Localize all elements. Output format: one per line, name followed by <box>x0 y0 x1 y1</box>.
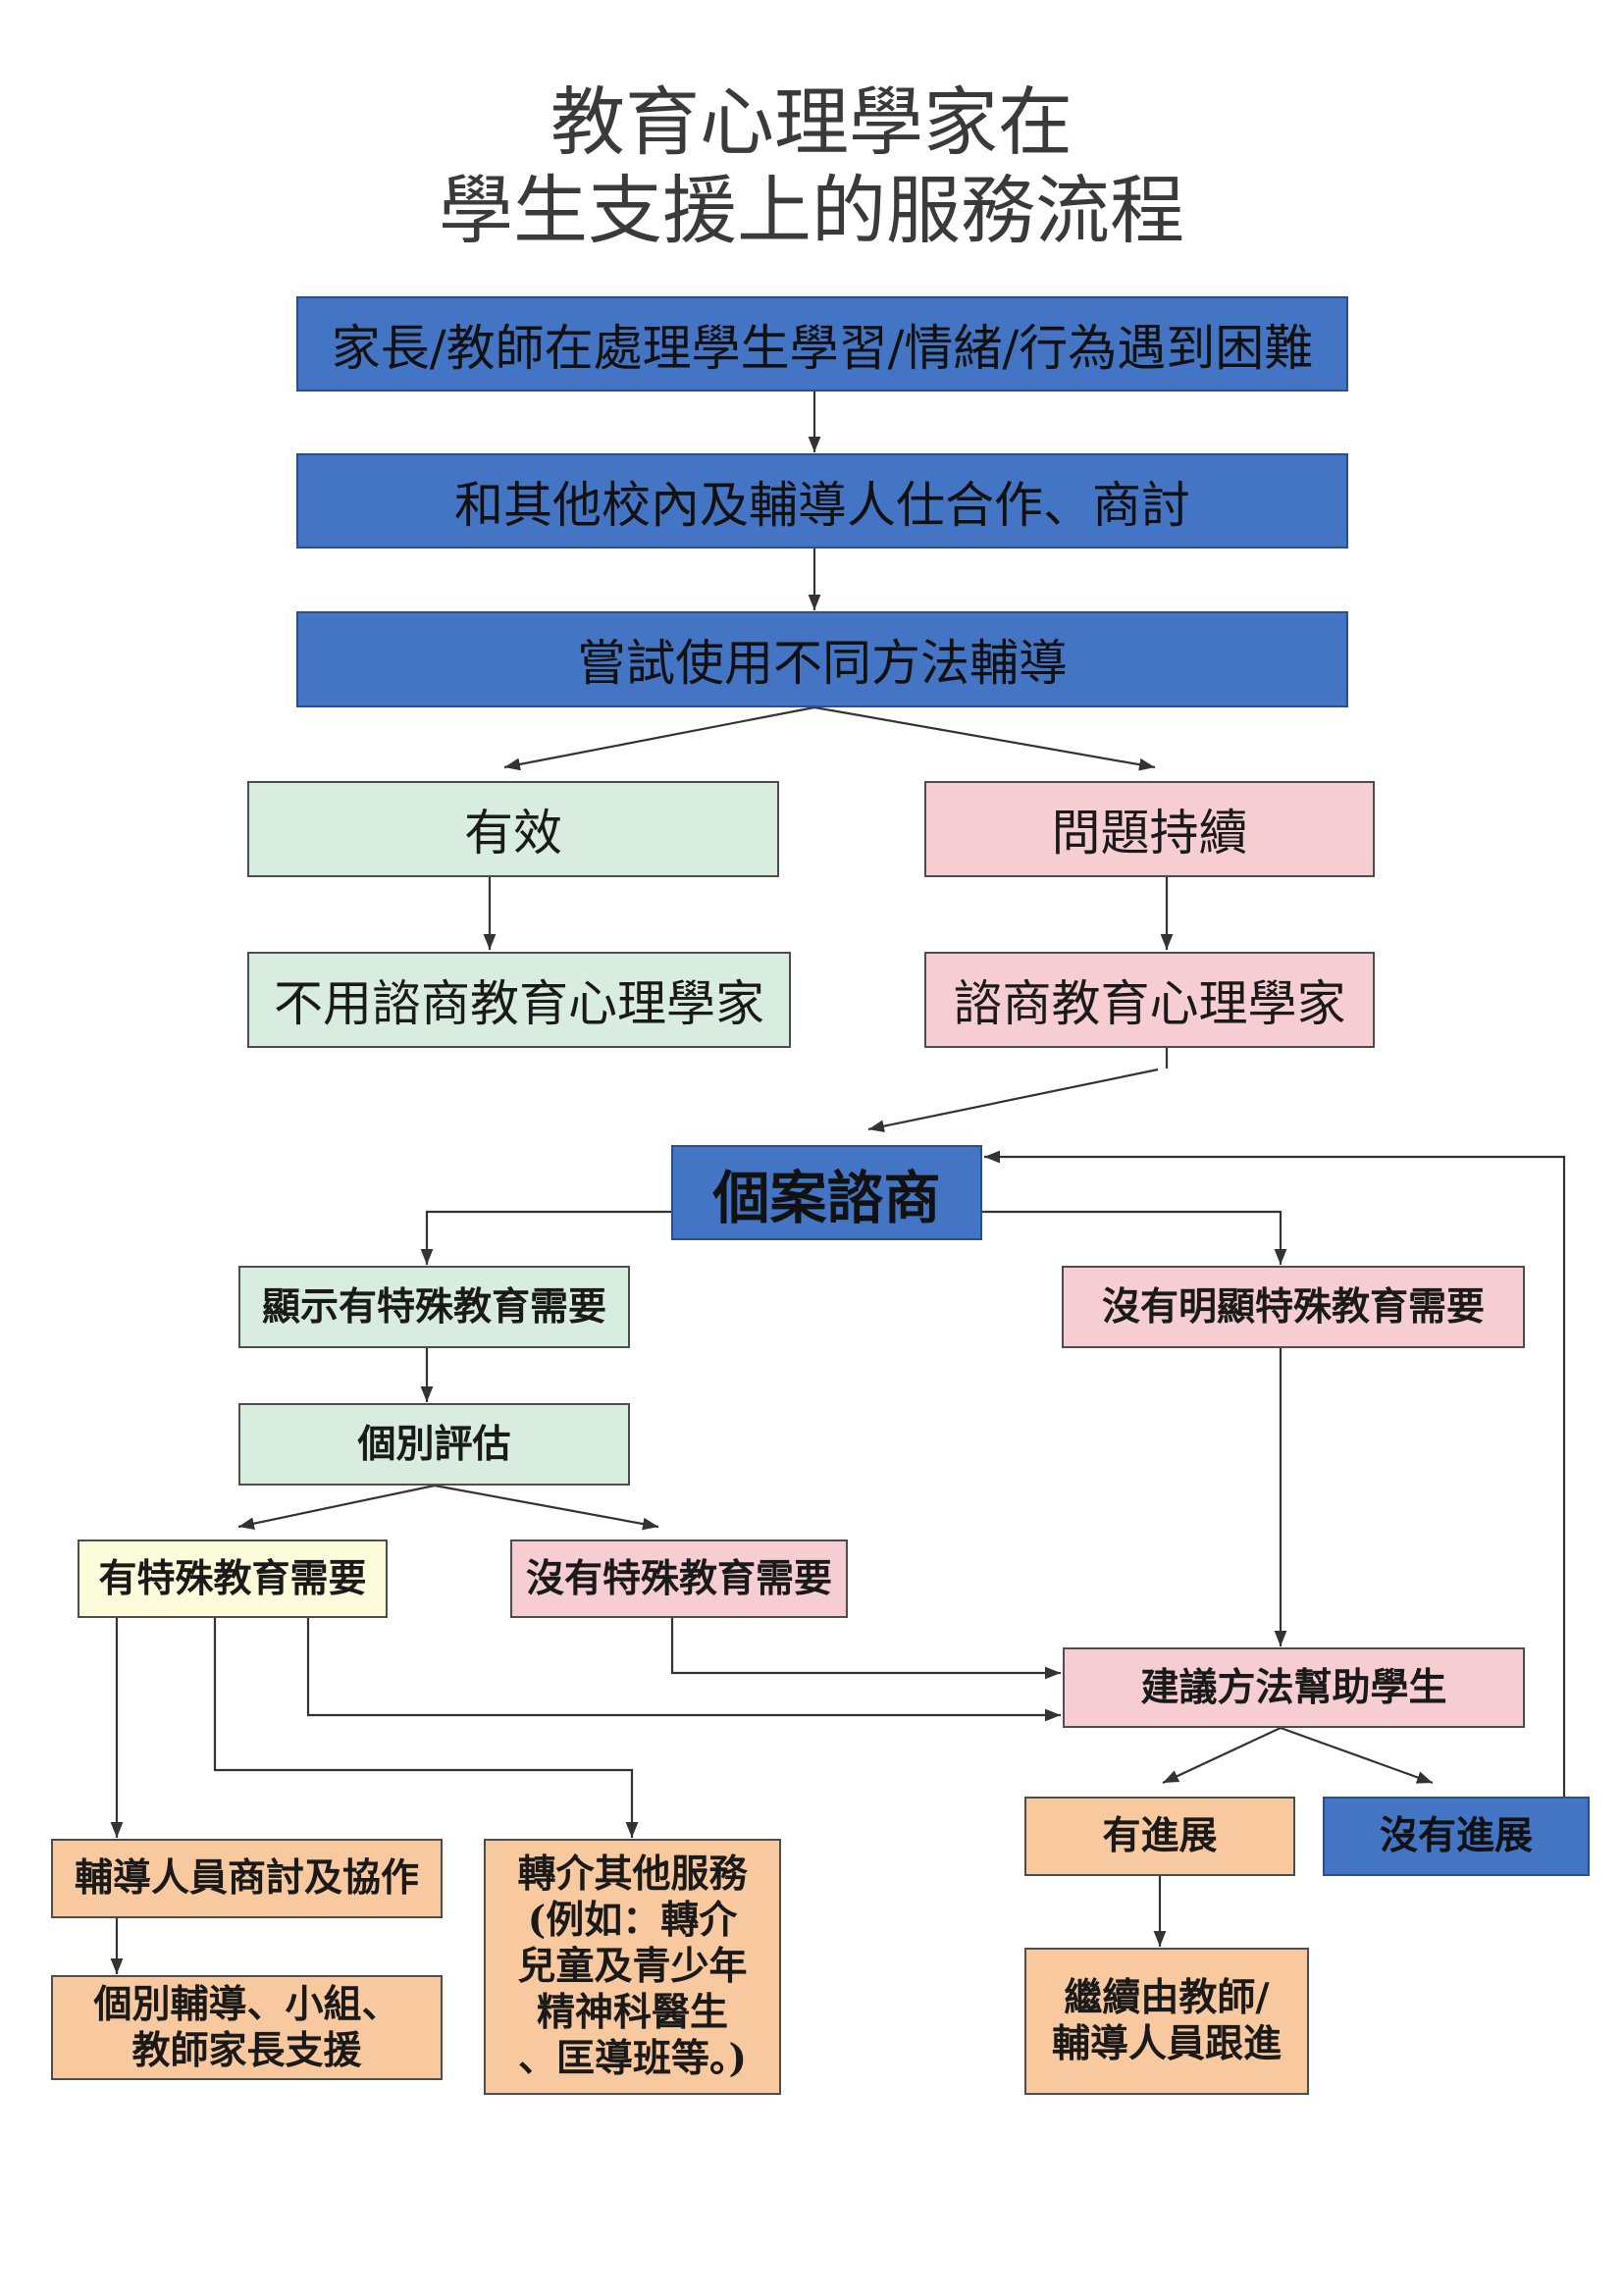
shows-sen-box: 顯示有特殊教育需要 <box>238 1266 630 1348</box>
consult-box: 諮商教育心理學家 <box>924 952 1375 1048</box>
progress-label: 有進展 <box>1102 1813 1218 1858</box>
referral-line-3: 兒童及青少年 <box>517 1944 748 1989</box>
arrow-step3-to-effective <box>503 705 815 771</box>
step-difficulty-box: 家長/教師在處理學生學習/情緒/行為遇到困難 <box>296 296 1348 391</box>
page-title: 教育心理學家在 學生支援上的服務流程 <box>0 78 1623 255</box>
no-obvious-sen-label: 沒有明顯特殊教育需要 <box>1101 1283 1485 1330</box>
no-sen-label: 沒有特殊教育需要 <box>525 1555 832 1601</box>
problem-persists-box: 問題持續 <box>924 781 1375 877</box>
referral-line-2: (例如：轉介 <box>527 1898 738 1943</box>
step-try-methods-label: 嘗試使用不同方法輔導 <box>577 635 1068 692</box>
case-consultation-box: 個案諮商 <box>671 1145 982 1240</box>
has-sen-box: 有特殊教育需要 <box>78 1539 388 1618</box>
support-box: 個別輔導、小組、 教師家長支援 <box>51 1975 443 2080</box>
consult-label: 諮商教育心理學家 <box>953 975 1346 1032</box>
counselor-collab-label: 輔導人員商討及協作 <box>74 1855 419 1901</box>
referral-box: 轉介其他服務 (例如：轉介 兒童及青少年 精神科醫生 、匡導班等。) <box>484 1839 781 2095</box>
support-line-2: 教師家長支援 <box>131 2027 362 2073</box>
suggest-methods-label: 建議方法幫助學生 <box>1140 1664 1447 1710</box>
problem-persists-label: 問題持續 <box>1051 805 1248 861</box>
no-consult-box: 不用諮商教育心理學家 <box>247 952 791 1048</box>
follow-up-box: 繼續由教師/ 輔導人員跟進 <box>1024 1948 1309 2095</box>
title-line-2: 學生支援上的服務流程 <box>439 167 1184 254</box>
no-progress-label: 沒有進展 <box>1379 1813 1533 1858</box>
arrow-assessment-to-no-sen <box>434 1484 659 1531</box>
arrow-suggest-to-no-progress <box>1280 1726 1434 1785</box>
arrow-step3-to-problem-persists <box>813 705 1156 771</box>
follow-up-line-1: 繼續由教師/ <box>1064 1975 1270 2020</box>
effective-label: 有效 <box>464 805 562 861</box>
follow-up-line-2: 輔導人員跟進 <box>1051 2021 1282 2066</box>
step-difficulty-label: 家長/教師在處理學生學習/情緒/行為遇到困難 <box>331 319 1314 377</box>
step-collaborate-box: 和其他校內及輔導人仕合作、商討 <box>296 453 1348 548</box>
arrow-no-sen-to-suggest <box>670 1618 1061 1680</box>
arrow-assessment-to-has-sen <box>237 1484 436 1530</box>
arrow-case-to-no-obvious-sen <box>982 1210 1287 1265</box>
individual-assessment-label: 個別評估 <box>357 1421 511 1467</box>
case-consultation-label: 個案諮商 <box>712 1164 941 1231</box>
referral-line-1: 轉介其他服務 <box>517 1852 748 1897</box>
referral-line-4: 精神科醫生 <box>536 1990 728 2035</box>
no-progress-box: 沒有進展 <box>1323 1797 1590 1876</box>
individual-assessment-box: 個別評估 <box>238 1403 630 1486</box>
effective-box: 有效 <box>247 781 779 877</box>
no-obvious-sen-box: 沒有明顯特殊教育需要 <box>1062 1266 1525 1348</box>
suggest-methods-box: 建議方法幫助學生 <box>1063 1647 1525 1728</box>
no-sen-box: 沒有特殊教育需要 <box>510 1539 848 1618</box>
no-consult-label: 不用諮商教育心理學家 <box>274 975 764 1032</box>
title-line-1: 教育心理學家在 <box>550 78 1073 166</box>
arrow-has-sen-to-suggest <box>306 1618 1061 1722</box>
arrow-no-progress-loop-to-case <box>984 1150 1566 1797</box>
step-try-methods-box: 嘗試使用不同方法輔導 <box>296 611 1348 707</box>
referral-line-5: 、匡導班等。) <box>518 2036 747 2081</box>
arrow-case-to-shows-sen <box>420 1210 671 1265</box>
arrow-has-sen-to-referral <box>213 1618 639 1838</box>
arrow-suggest-to-progress <box>1162 1727 1282 1784</box>
counselor-collab-box: 輔導人員商討及協作 <box>51 1839 443 1918</box>
arrow-consult-to-case <box>867 1068 1159 1133</box>
shows-sen-label: 顯示有特殊教育需要 <box>261 1283 606 1330</box>
support-line-1: 個別輔導、小組、 <box>93 1981 400 2027</box>
has-sen-label: 有特殊教育需要 <box>98 1555 367 1601</box>
step-collaborate-label: 和其他校內及輔導人仕合作、商討 <box>454 476 1190 534</box>
progress-box: 有進展 <box>1024 1797 1295 1876</box>
